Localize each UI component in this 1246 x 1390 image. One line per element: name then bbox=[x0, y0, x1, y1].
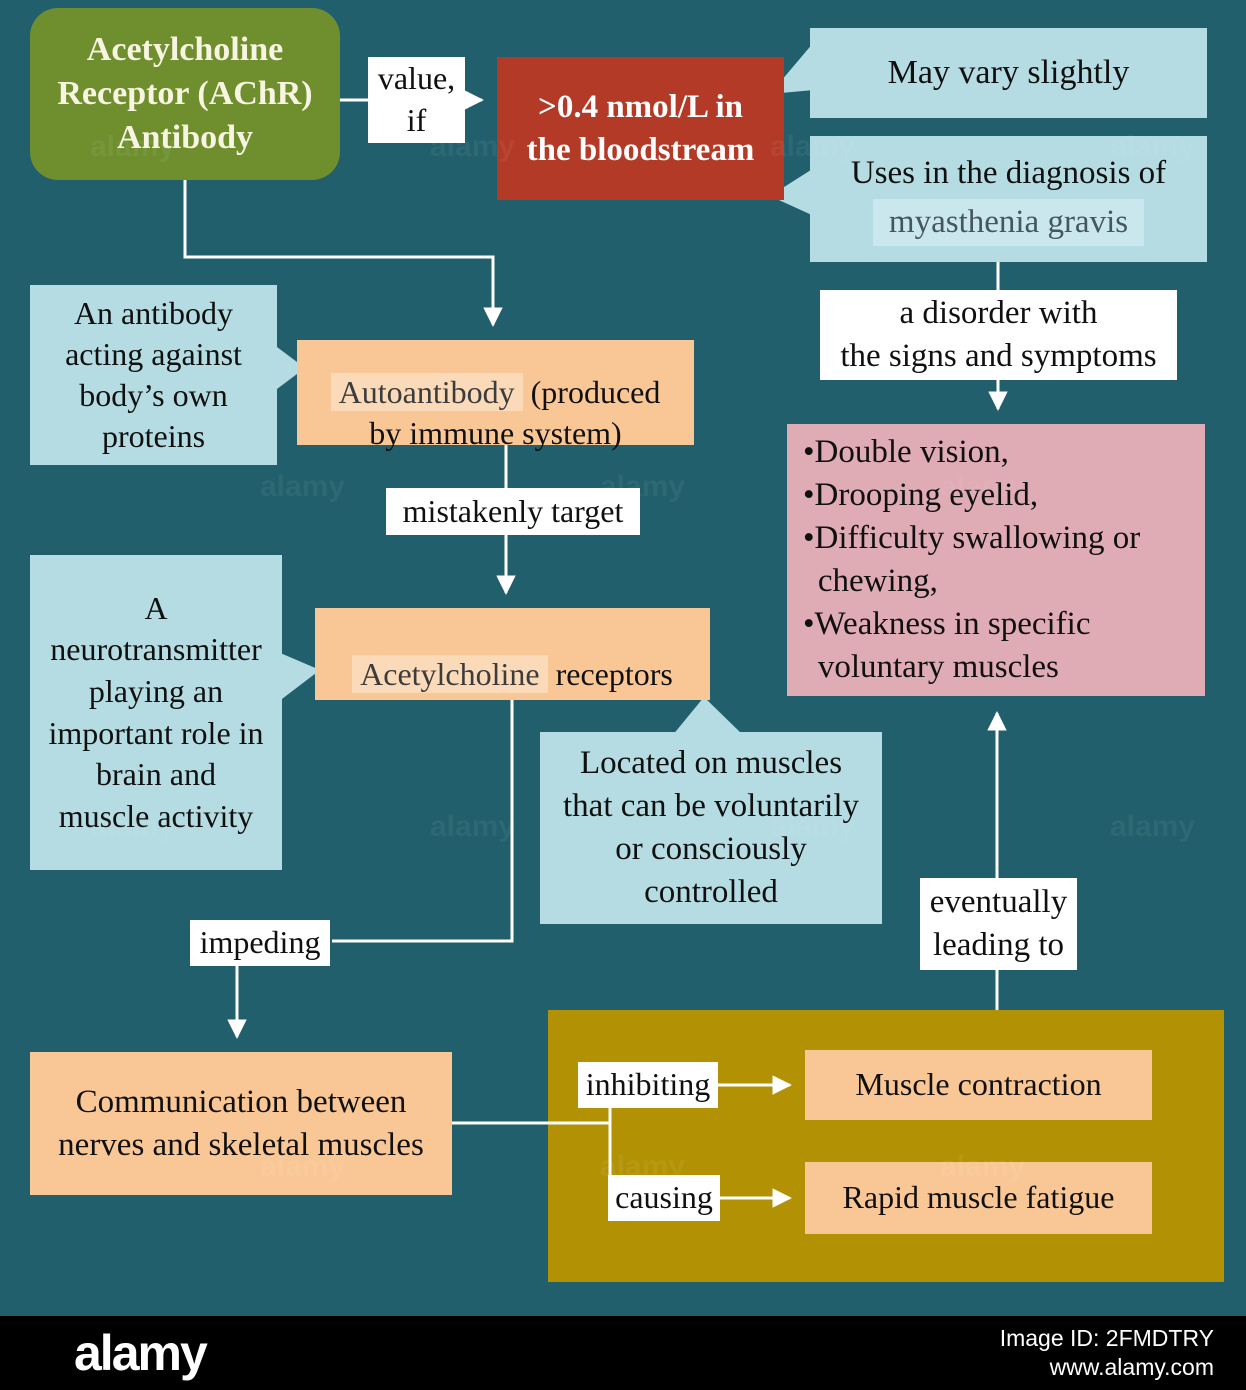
highlight-autoantibody: Autoantibody bbox=[330, 372, 523, 411]
symptom-item: •Double vision, bbox=[803, 434, 1009, 471]
node-acetylcholine-receptors: Acetylcholine receptors bbox=[315, 608, 710, 700]
node-muscle-contraction: Muscle contraction bbox=[805, 1050, 1152, 1120]
flow-arrows bbox=[183, 90, 1008, 1208]
node-may-vary: May vary slightly bbox=[810, 28, 1207, 118]
symptom-item: •Drooping eyelid, bbox=[803, 477, 1039, 514]
receptors-rest: receptors bbox=[547, 656, 673, 692]
node-antibody-definition: An antibody acting against body’s own pr… bbox=[30, 285, 277, 465]
image-id-text: Image ID: 2FMDTRY bbox=[999, 1325, 1214, 1352]
node-achr-antibody-title: Acetylcholine Receptor (AChR) Antibody bbox=[30, 8, 340, 180]
symptom-item: •Difficulty swallowing or chewing, bbox=[803, 520, 1141, 599]
diagnosis-text: Uses in the diagnosis of bbox=[850, 155, 1167, 192]
label-mistakenly-target: mistakenly target bbox=[386, 488, 640, 535]
label-value-if: value, if bbox=[368, 57, 465, 143]
label-inhibiting: inhibiting bbox=[578, 1062, 718, 1108]
label-eventually-leading-to: eventually leading to bbox=[920, 878, 1077, 970]
speech-bubble-tails bbox=[273, 42, 814, 736]
label-disorder-signs-symptoms: a disorder with the signs and symptoms bbox=[820, 290, 1177, 380]
node-neurotransmitter-definition: A neurotransmitter playing an important … bbox=[30, 555, 282, 870]
node-nerve-muscle-communication: Communication between nerves and skeleta… bbox=[30, 1052, 452, 1195]
node-autoantibody: Autoantibody (produced by immune system) bbox=[297, 340, 694, 451]
autoantibody-rest: (produced by immune system) bbox=[369, 373, 661, 452]
node-symptoms-list: •Double vision, •Drooping eyelid, •Difficu… bbox=[787, 424, 1205, 696]
node-located-on-muscles: Located on muscles that can be voluntari… bbox=[540, 732, 882, 924]
highlight-acetylcholine: Acetylcholine bbox=[352, 655, 548, 693]
footer-bar: alamy Image ID: 2FMDTRY www.alamy.com bbox=[0, 1316, 1246, 1390]
node-diagnosis-use: Uses in the diagnosis of myasthenia grav… bbox=[810, 136, 1207, 262]
label-impeding: impeding bbox=[190, 920, 330, 966]
alamy-logo: alamy bbox=[74, 1325, 208, 1381]
symptom-item: •Weakness in specific voluntary muscles bbox=[803, 605, 1091, 685]
highlight-myasthenia-gravis: myasthenia gravis bbox=[872, 199, 1145, 246]
node-rapid-muscle-fatigue: Rapid muscle fatigue bbox=[805, 1162, 1152, 1234]
alamy-url-text: www.alamy.com bbox=[1049, 1354, 1214, 1380]
label-causing: causing bbox=[608, 1175, 720, 1221]
node-threshold-value: >0.4 nmol/L in the bloodstream bbox=[497, 57, 784, 200]
